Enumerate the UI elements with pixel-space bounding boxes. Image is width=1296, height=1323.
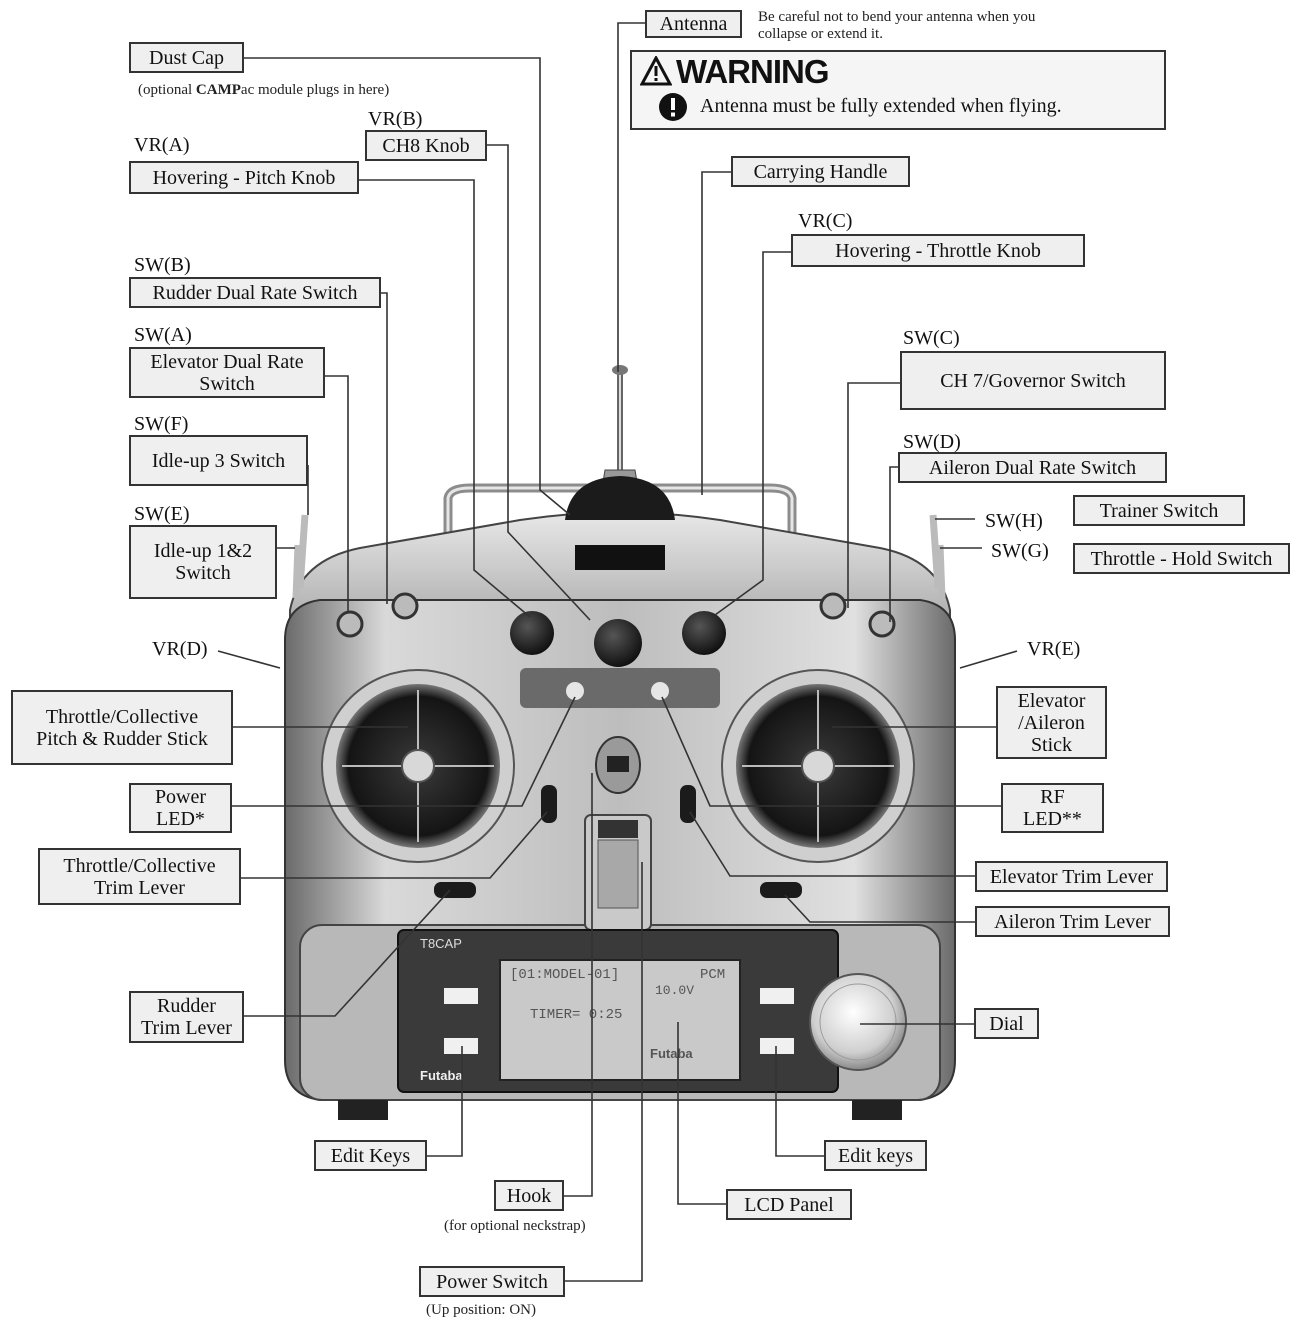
leader-lines xyxy=(217,22,1018,1282)
lcd-mode: PCM xyxy=(700,967,725,983)
tag-vr-c: VR(C) xyxy=(798,210,853,232)
callout-rudder-trim-lever: Rudder Trim Lever xyxy=(129,991,244,1043)
callout-idle-up-12-switch: Idle-up 1&2 Switch xyxy=(129,525,277,599)
callout-aileron-trim-lever: Aileron Trim Lever xyxy=(975,906,1170,937)
warning-title: WARNING xyxy=(676,53,829,90)
callout-dust-cap: Dust Cap xyxy=(129,42,244,73)
lcd-timer: TIMER= 0:25 xyxy=(530,1007,622,1023)
lcd-line-1: [01:MODEL-01] xyxy=(510,967,619,983)
lcd-brand: Futaba xyxy=(650,1046,693,1061)
left-gimbal xyxy=(321,669,515,863)
right-gimbal xyxy=(721,669,915,863)
tag-vr-a: VR(A) xyxy=(134,134,190,156)
tag-sw-b: SW(B) xyxy=(134,254,191,276)
warning-triangle-icon xyxy=(640,56,672,86)
led-strip xyxy=(520,668,720,708)
tag-vr-e: VR(E) xyxy=(1027,638,1081,660)
control-panel: T8CAP Futaba [01:MODEL-01] PCM 10.0V TIM… xyxy=(397,929,839,1093)
callout-rudder-dual-rate-switch: Rudder Dual Rate Switch xyxy=(129,277,381,308)
callout-carrying-handle: Carrying Handle xyxy=(731,156,910,187)
antenna-note: Be careful not to bend your antenna when… xyxy=(758,9,1036,42)
tag-sw-a: SW(A) xyxy=(134,324,192,346)
warning-message: Antenna must be fully extended when flyi… xyxy=(700,95,1062,117)
callout-lcd-panel: LCD Panel xyxy=(726,1189,852,1220)
callout-hook: Hook xyxy=(494,1180,564,1211)
callout-dial: Dial xyxy=(974,1008,1039,1039)
callout-throttle-collective-stick: Throttle/Collective Pitch & Rudder Stick xyxy=(11,690,233,765)
top-toggle-switches xyxy=(292,514,946,599)
callout-throttle-collective-trim: Throttle/Collective Trim Lever xyxy=(38,848,241,905)
dial-graphic xyxy=(809,973,907,1071)
tag-vr-b: VR(B) xyxy=(368,108,423,130)
tag-sw-h: SW(H) xyxy=(985,510,1043,532)
tag-sw-d: SW(D) xyxy=(903,431,961,453)
tag-sw-f: SW(F) xyxy=(134,413,189,435)
lcd-voltage: 10.0V xyxy=(655,983,694,998)
switch-bank-right xyxy=(819,592,896,638)
callout-hovering-pitch-knob: Hovering - Pitch Knob xyxy=(129,161,359,194)
callout-power-switch: Power Switch xyxy=(419,1266,565,1297)
callout-idle-up-3-switch: Idle-up 3 Switch xyxy=(129,435,308,486)
tag-sw-g: SW(G) xyxy=(991,540,1049,562)
brand-logo: Futaba xyxy=(420,1068,463,1083)
callout-elevator-aileron-stick: Elevator /Aileron Stick xyxy=(996,686,1107,759)
hook-and-power-switch xyxy=(584,736,652,931)
exclamation-circle-icon xyxy=(659,93,687,121)
hook-note: (for optional neckstrap) xyxy=(444,1218,586,1234)
callout-trainer-switch: Trainer Switch xyxy=(1073,495,1245,526)
power-switch-note: (Up position: ON) xyxy=(426,1302,536,1318)
callout-edit-keys-left: Edit Keys xyxy=(314,1140,427,1171)
callout-ch7-governor-switch: CH 7/Governor Switch xyxy=(900,351,1166,410)
callout-power-led: Power LED* xyxy=(129,783,232,833)
tag-vr-d: VR(D) xyxy=(152,638,208,660)
callout-aileron-dual-rate-switch: Aileron Dual Rate Switch xyxy=(898,452,1167,483)
callout-hovering-throttle-knob: Hovering - Throttle Knob xyxy=(791,234,1085,267)
callout-elevator-dual-rate-switch: Elevator Dual Rate Switch xyxy=(129,347,325,398)
model-badge: T8CAP xyxy=(420,936,462,951)
switch-bank-left xyxy=(336,592,419,638)
callout-antenna: Antenna xyxy=(645,10,742,38)
callout-throttle-hold-switch: Throttle - Hold Switch xyxy=(1073,543,1290,574)
callout-rf-led: RF LED** xyxy=(1001,783,1104,833)
callout-ch8-knob: CH8 Knob xyxy=(365,130,487,161)
tag-sw-e: SW(E) xyxy=(134,503,190,525)
dust-cap-note: (optional CAMPac module plugs in here) xyxy=(138,82,390,98)
warning-box: WARNING Antenna must be fully extended w… xyxy=(630,50,1166,130)
antenna-graphic xyxy=(565,365,675,570)
callout-edit-keys-right: Edit keys xyxy=(824,1140,927,1171)
tag-sw-c: SW(C) xyxy=(903,327,960,349)
callout-elevator-trim-lever: Elevator Trim Lever xyxy=(975,861,1168,892)
top-knobs xyxy=(510,611,726,667)
